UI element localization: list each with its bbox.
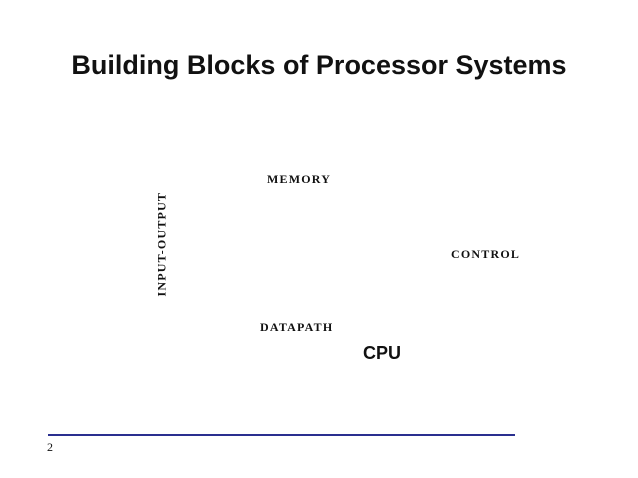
cpu-label: CPU (363, 343, 402, 363)
slide-title: Building Blocks of Processor Systems (71, 50, 567, 80)
footer-divider (48, 434, 515, 436)
datapath-label: DATAPATH (260, 320, 334, 334)
memory-label: MEMORY (267, 172, 332, 186)
input-output-label: INPUT-OUTPUT (154, 191, 169, 297)
page-number: 2 (47, 440, 53, 454)
control-label: CONTROL (451, 247, 521, 261)
